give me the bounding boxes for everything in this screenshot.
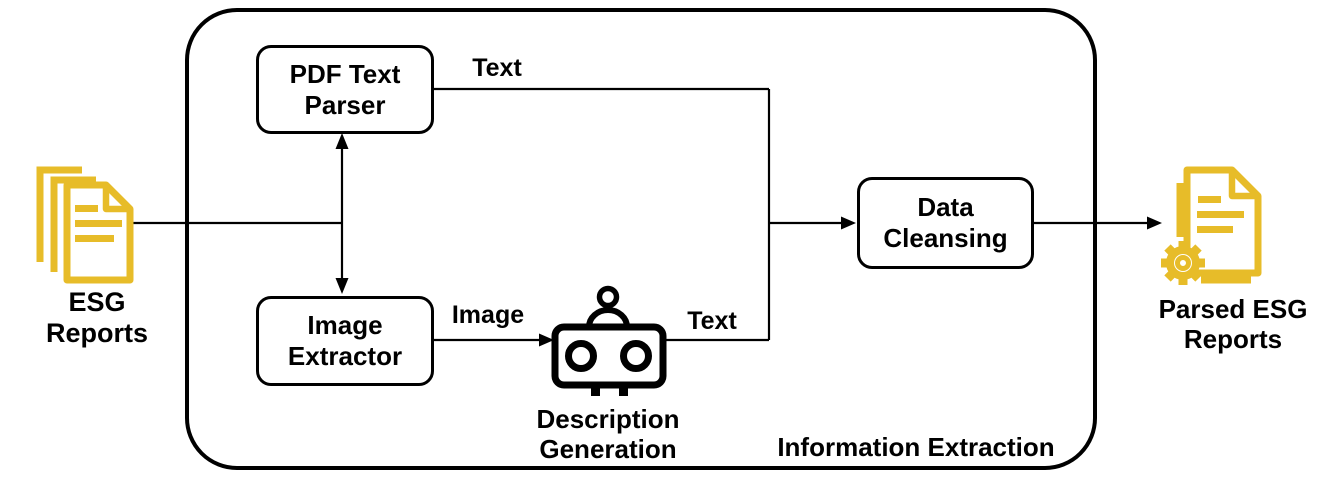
robot-leg-right bbox=[619, 383, 628, 396]
doc-line-1 bbox=[75, 205, 98, 212]
description-generation-label: Description Generation bbox=[536, 404, 680, 465]
information-extraction-container bbox=[185, 8, 1097, 470]
document-gear-icon bbox=[1161, 166, 1262, 285]
folded-corner bbox=[1228, 170, 1258, 200]
robot-leg-left bbox=[591, 383, 600, 396]
data-cleansing-label: Data Cleansing bbox=[883, 192, 1008, 253]
edge-label-text-description: Text bbox=[687, 307, 737, 335]
node-image-extractor: Image Extractor bbox=[256, 296, 434, 386]
parsed-esg-reports-label: Parsed ESG Reports bbox=[1158, 294, 1308, 355]
back-sheet-2 bbox=[36, 166, 82, 262]
folded-corner bbox=[102, 185, 130, 213]
doc-line-1 bbox=[1198, 196, 1221, 203]
gear-icon bbox=[1161, 241, 1205, 285]
robot-icon bbox=[551, 285, 667, 396]
doc-line-3 bbox=[1197, 226, 1233, 233]
front-document bbox=[63, 181, 134, 284]
information-extraction-label: Information Extraction bbox=[777, 432, 1055, 462]
stacked-documents-icon bbox=[36, 166, 134, 284]
edge-label-text-pdf: Text bbox=[472, 54, 522, 82]
image-extractor-label: Image Extractor bbox=[287, 310, 403, 371]
esg-reports-label: ESG Reports bbox=[45, 287, 148, 349]
edge-label-image: Image bbox=[451, 301, 525, 329]
doc-line-3 bbox=[75, 235, 114, 242]
node-data-cleansing: Data Cleansing bbox=[857, 177, 1034, 269]
back-sheet-1 bbox=[50, 176, 96, 272]
robot-eye-left bbox=[565, 340, 597, 372]
pdf-text-parser-label: PDF Text Parser bbox=[289, 58, 401, 120]
robot-dome bbox=[586, 307, 630, 328]
doc-line-2 bbox=[75, 220, 122, 227]
antenna-ball bbox=[596, 285, 620, 309]
node-pdf-text-parser: PDF Text Parser bbox=[256, 45, 434, 134]
doc-line-2 bbox=[1197, 211, 1244, 218]
robot-eye-right bbox=[620, 340, 652, 372]
